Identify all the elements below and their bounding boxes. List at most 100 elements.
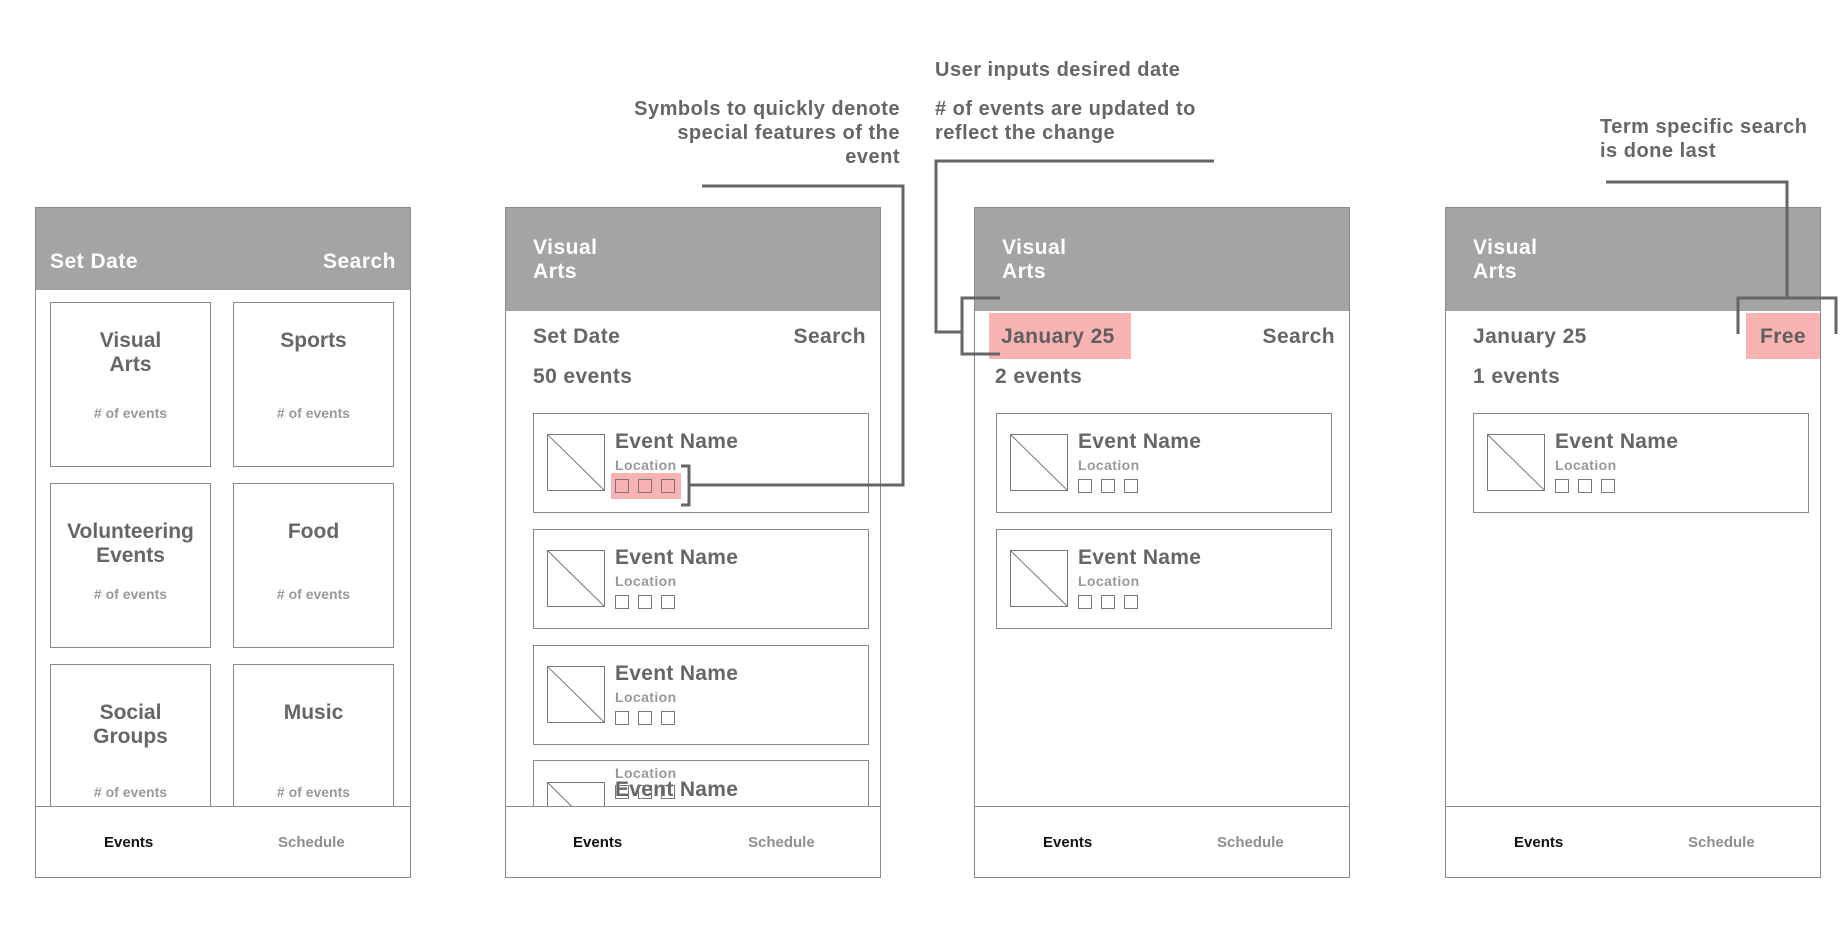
feature-symbol-icon: [1078, 479, 1092, 493]
annotation-symbols: Symbols to quickly denote special featur…: [560, 97, 900, 169]
feature-symbol-icon: [1101, 479, 1115, 493]
tab-events[interactable]: Events: [104, 834, 154, 851]
event-location: Location: [615, 765, 677, 781]
event-name: Event Name: [615, 662, 739, 685]
image-placeholder-icon: [1010, 434, 1068, 491]
event-name: Event Name: [1078, 430, 1202, 453]
tile-event-count: # of events: [93, 586, 168, 602]
tile-name-line: Events: [96, 544, 165, 567]
page-title-line: Arts: [1473, 260, 1518, 283]
tile-name-line: Visual: [99, 329, 162, 352]
tile-name-line: Arts: [109, 353, 152, 376]
feature-symbol-icon: [638, 595, 652, 609]
tile-name-line: Volunteering: [67, 520, 194, 543]
feature-symbol-icon: [1601, 479, 1615, 493]
tab-bar: Events Schedule: [36, 806, 410, 877]
screen-term-search: Visual Arts January 25 Free 1 events Eve…: [1445, 207, 1821, 878]
annotation-line: # of events are updated to: [935, 98, 1196, 120]
annotation-line: reflect the change: [935, 122, 1116, 144]
feature-symbol-icon: [661, 479, 675, 493]
feature-symbol-icon: [638, 711, 652, 725]
search-term-button[interactable]: Free: [1760, 325, 1806, 348]
tab-schedule[interactable]: Schedule: [1217, 834, 1284, 851]
tile-name-line: Social: [99, 701, 162, 724]
event-location: Location: [615, 457, 677, 473]
page-title: Visual Arts: [533, 236, 597, 284]
tile-event-count: # of events: [276, 405, 351, 421]
screen-date-filtered: Visual Arts January 25 Search 2 events E…: [974, 207, 1350, 878]
event-card[interactable]: Event Name Location: [996, 413, 1332, 513]
feature-symbol-icon: [1555, 479, 1569, 493]
category-tile-volunteering[interactable]: Volunteering Events # of events: [50, 483, 211, 648]
set-date-button[interactable]: Set Date: [533, 325, 621, 348]
tab-events[interactable]: Events: [573, 834, 623, 851]
event-location: Location: [1078, 457, 1140, 473]
event-card[interactable]: Event Name Location: [996, 529, 1332, 629]
tab-schedule[interactable]: Schedule: [748, 834, 815, 851]
tile-event-count: # of events: [276, 784, 351, 800]
feature-symbol-icon: [1101, 595, 1115, 609]
event-card[interactable]: Event Name Location: [533, 413, 869, 513]
tab-events[interactable]: Events: [1514, 834, 1564, 851]
feature-symbol-icon: [661, 711, 675, 725]
feature-symbol-icon: [661, 595, 675, 609]
screen-categories: Set Date Search Visual Arts # of events …: [35, 207, 411, 878]
feature-symbol-icon: [1078, 595, 1092, 609]
image-placeholder-icon: [1487, 434, 1545, 491]
feature-symbol-icon: [1124, 595, 1138, 609]
event-card[interactable]: Event Name Location: [1473, 413, 1809, 513]
tab-schedule[interactable]: Schedule: [1688, 834, 1755, 851]
search-button[interactable]: Search: [793, 325, 866, 348]
category-tile-food[interactable]: Food # of events: [233, 483, 394, 648]
header-bar: Visual Arts: [1446, 208, 1820, 311]
tab-events[interactable]: Events: [1043, 834, 1093, 851]
feature-symbol-icon: [1124, 479, 1138, 493]
page-title-line: Visual: [1473, 236, 1538, 259]
search-button[interactable]: Search: [322, 250, 396, 273]
page-title-line: Arts: [1002, 260, 1047, 283]
image-placeholder-icon: [547, 434, 605, 491]
category-tile-music[interactable]: Music # of events: [233, 664, 394, 834]
date-button[interactable]: January 25: [1473, 325, 1587, 348]
feature-symbol-icon: [615, 711, 629, 725]
event-name: Event Name: [615, 546, 739, 569]
tile-name-line: Groups: [93, 725, 168, 748]
page-title-line: Arts: [533, 260, 578, 283]
event-location: Location: [1555, 457, 1617, 473]
set-date-button[interactable]: Set Date: [50, 250, 139, 273]
tab-bar: Events Schedule: [975, 806, 1349, 877]
event-card[interactable]: Event Name Location: [533, 529, 869, 629]
annotation-line: Symbols to quickly denote: [634, 98, 900, 120]
tile-event-count: # of events: [93, 405, 168, 421]
tile-name: Food: [287, 520, 340, 543]
feature-symbol-icon: [615, 785, 629, 799]
header-bar: Visual Arts: [506, 208, 880, 311]
tile-event-count: # of events: [93, 784, 168, 800]
tab-schedule[interactable]: Schedule: [278, 834, 345, 851]
category-tile-visual-arts[interactable]: Visual Arts # of events: [50, 302, 211, 467]
search-button[interactable]: Search: [1262, 325, 1335, 348]
event-location: Location: [615, 573, 677, 589]
event-count: 2 events: [995, 365, 1083, 388]
tile-name: Volunteering Events: [51, 520, 210, 568]
annotation-user-inputs: User inputs desired date: [935, 59, 1181, 81]
feature-symbol-icon: [615, 479, 629, 493]
feature-symbol-icon: [638, 785, 652, 799]
category-tile-sports[interactable]: Sports # of events: [233, 302, 394, 467]
tile-name: Sports: [280, 329, 347, 352]
annotation-term-search: Term specific search is done last: [1600, 115, 1808, 163]
event-count: 1 events: [1473, 365, 1561, 388]
annotation-line: special features of the: [677, 122, 900, 144]
feature-symbol-icon: [615, 595, 629, 609]
tab-bar: Events Schedule: [1446, 806, 1820, 877]
feature-symbol-icon: [661, 785, 675, 799]
category-tile-social-groups[interactable]: Social Groups # of events: [50, 664, 211, 834]
annotation-events-updated: # of events are updated to reflect the c…: [935, 97, 1196, 145]
event-card[interactable]: Event Name Location: [533, 645, 869, 745]
event-location: Location: [615, 689, 677, 705]
feature-symbol-icon: [638, 479, 652, 493]
header-bar: Visual Arts: [975, 208, 1349, 311]
header-bar: Set Date Search: [36, 208, 410, 290]
date-button[interactable]: January 25: [1001, 325, 1115, 348]
page-title: Visual Arts: [1002, 236, 1066, 284]
